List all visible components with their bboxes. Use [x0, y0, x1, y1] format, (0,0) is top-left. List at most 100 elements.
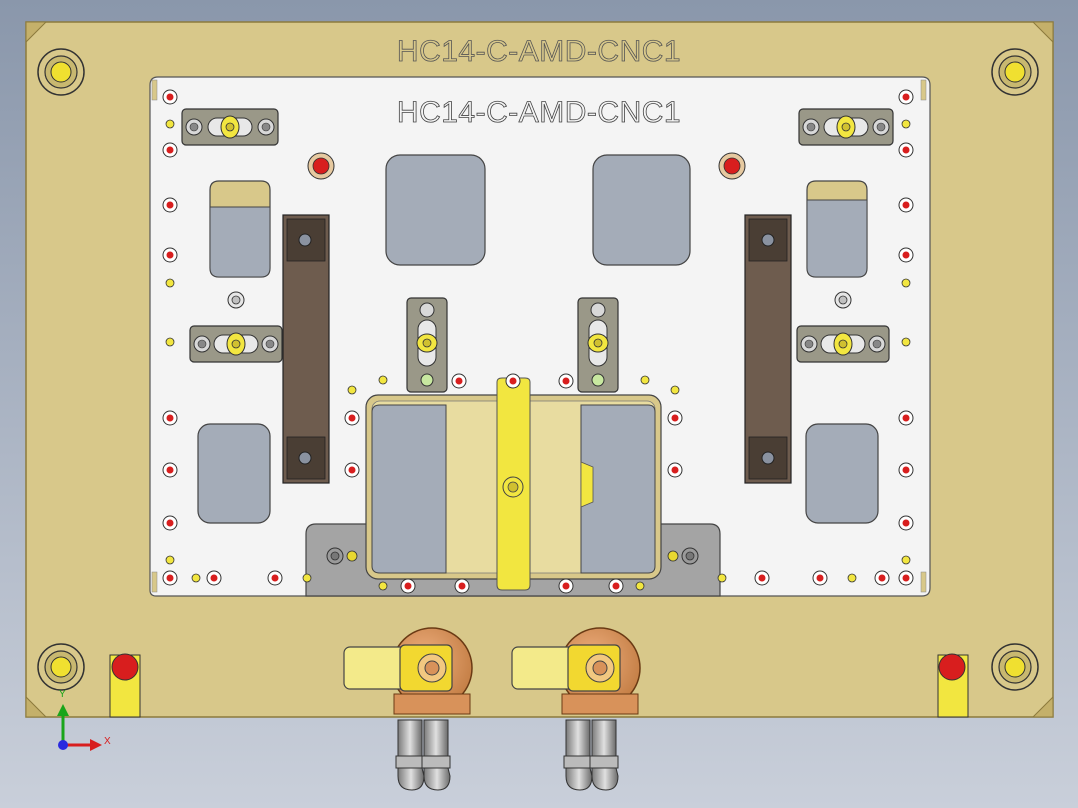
air-fitting-elbow — [423, 767, 451, 791]
dowel-hole-red-core — [878, 574, 886, 582]
locating-pin-center — [838, 339, 848, 349]
bolt-hole-inner — [876, 122, 886, 132]
dowel-hole-red-core — [902, 574, 910, 582]
y-axis-label: Y — [59, 689, 66, 700]
dowel-hole-red-core — [509, 377, 517, 385]
air-fitting-elbow — [397, 767, 425, 791]
center-clamp-arm[interactable] — [496, 377, 531, 591]
dowel-hole-yellow — [717, 573, 727, 583]
dowel-hole-yellow — [165, 119, 175, 129]
nest-pocket-left — [371, 404, 447, 574]
bolt-hole-inner — [261, 122, 271, 132]
nest-pocket-right — [580, 404, 656, 574]
bolt-hole-inner — [806, 122, 816, 132]
clamp-bar-left[interactable] — [282, 214, 330, 484]
dowel-hole-red-core — [458, 582, 466, 590]
pocket-top-center-right — [592, 154, 691, 266]
dowel-hole-red-core — [816, 574, 824, 582]
corner-locator-top-left[interactable] — [37, 48, 85, 96]
air-fitting — [397, 719, 423, 757]
dowel-hole-red-core — [166, 93, 174, 101]
bolt-hole — [590, 302, 606, 318]
dowel-hole-red-core — [902, 93, 910, 101]
bolt-hole-inner — [265, 339, 275, 349]
corner-locator-bottom-right[interactable] — [991, 643, 1039, 691]
locating-pin-center — [231, 339, 241, 349]
toggle-clamp-left[interactable] — [343, 627, 473, 791]
dowel-hole-red-core — [902, 466, 910, 474]
datum-pin-left[interactable] — [307, 152, 335, 180]
bolt-hole-inner — [872, 339, 882, 349]
clamp-pivot-core — [424, 660, 440, 676]
dowel-hole-red-core — [166, 414, 174, 422]
dowel-hole-red-core — [210, 574, 218, 582]
dowel-hole-yellow — [901, 278, 911, 288]
clamp-neck — [561, 693, 639, 715]
air-fitting-elbow — [591, 767, 619, 791]
y-axis-arrow-icon — [57, 704, 69, 716]
pocket-top-center-left — [385, 154, 486, 266]
x-axis-label: X — [104, 736, 111, 747]
dowel-hole-yellow — [165, 337, 175, 347]
datum-pin-right[interactable] — [718, 152, 746, 180]
dowel-hole-red-core — [562, 582, 570, 590]
dowel-hole-yellow — [347, 385, 357, 395]
dowel-hole-yellow — [378, 581, 388, 591]
air-fitting-nut — [395, 755, 425, 769]
bushing-left — [227, 291, 245, 309]
dowel-hole-red-core — [902, 201, 910, 209]
top-plate[interactable] — [149, 76, 931, 597]
stop-block-right[interactable] — [937, 653, 969, 718]
dowel-hole-red-core — [166, 466, 174, 474]
dowel-hole-yellow — [640, 375, 650, 385]
clamp-bar-right[interactable] — [744, 214, 792, 484]
pocket-lower-right — [805, 423, 879, 524]
dowel-hole-red-core — [758, 574, 766, 582]
dowel-hole-red-core — [166, 574, 174, 582]
dowel-hole-red-core — [902, 519, 910, 527]
locating-pin-center — [841, 122, 851, 132]
bolt-hole-inner — [197, 339, 207, 349]
air-fitting-nut — [421, 755, 451, 769]
pocket-lower-left — [197, 423, 271, 524]
corner-locator-bottom-left[interactable] — [37, 643, 85, 691]
dowel-hole-red-core — [455, 377, 463, 385]
bushing-right — [834, 291, 852, 309]
dowel-hole-red-core — [404, 582, 412, 590]
dowel-hole-group — [162, 89, 914, 594]
air-fitting-elbow — [565, 767, 593, 791]
dowel-hole-yellow — [302, 573, 312, 583]
locator-block-mid-left[interactable] — [189, 325, 283, 363]
locator-block-vertical-right[interactable] — [577, 297, 619, 393]
air-fitting — [591, 719, 617, 757]
dowel-hole-yellow — [191, 573, 201, 583]
axis-triad: X Y — [57, 689, 111, 751]
bolt-hole — [420, 373, 434, 387]
air-fitting-nut — [589, 755, 619, 769]
dowel-hole-yellow — [378, 375, 388, 385]
pocket-upper-left — [209, 180, 271, 278]
dowel-hole-red-core — [902, 414, 910, 422]
dowel-hole-red-core — [166, 251, 174, 259]
dowel-hole-yellow — [901, 555, 911, 565]
locator-block-mid-right[interactable] — [796, 325, 890, 363]
dowel-hole-red-core — [348, 466, 356, 474]
base-plate-label: HC14-C-AMD-CNC1 — [397, 35, 681, 68]
dowel-hole-red-core — [562, 377, 570, 385]
locator-block-vertical-left[interactable] — [406, 297, 448, 393]
dowel-hole-yellow — [670, 385, 680, 395]
dowel-hole-yellow — [901, 119, 911, 129]
corner-locator-top-right[interactable] — [991, 48, 1039, 96]
clamp-pivot-core — [592, 660, 608, 676]
locator-block-top-left[interactable] — [181, 108, 279, 146]
bolt-hole-inner — [804, 339, 814, 349]
toggle-clamp-right[interactable] — [511, 627, 641, 791]
stop-block-left[interactable] — [109, 653, 141, 718]
dowel-hole-red-core — [671, 466, 679, 474]
x-axis-arrow-icon — [90, 739, 102, 751]
locating-pin-center — [225, 122, 235, 132]
locator-block-top-right[interactable] — [798, 108, 894, 146]
bolt-hole — [591, 373, 605, 387]
